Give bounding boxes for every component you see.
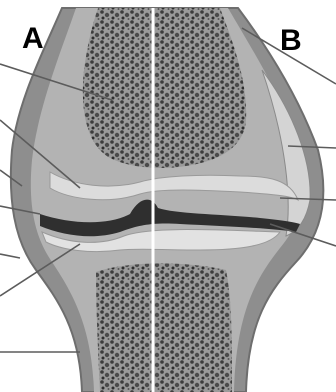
panel-label-a: A: [22, 24, 44, 54]
upper-spongy-bone: [83, 8, 246, 168]
lower-spongy-bone: [96, 263, 232, 392]
leader-line-5: [0, 254, 20, 258]
panel-label-b: B: [280, 26, 302, 56]
